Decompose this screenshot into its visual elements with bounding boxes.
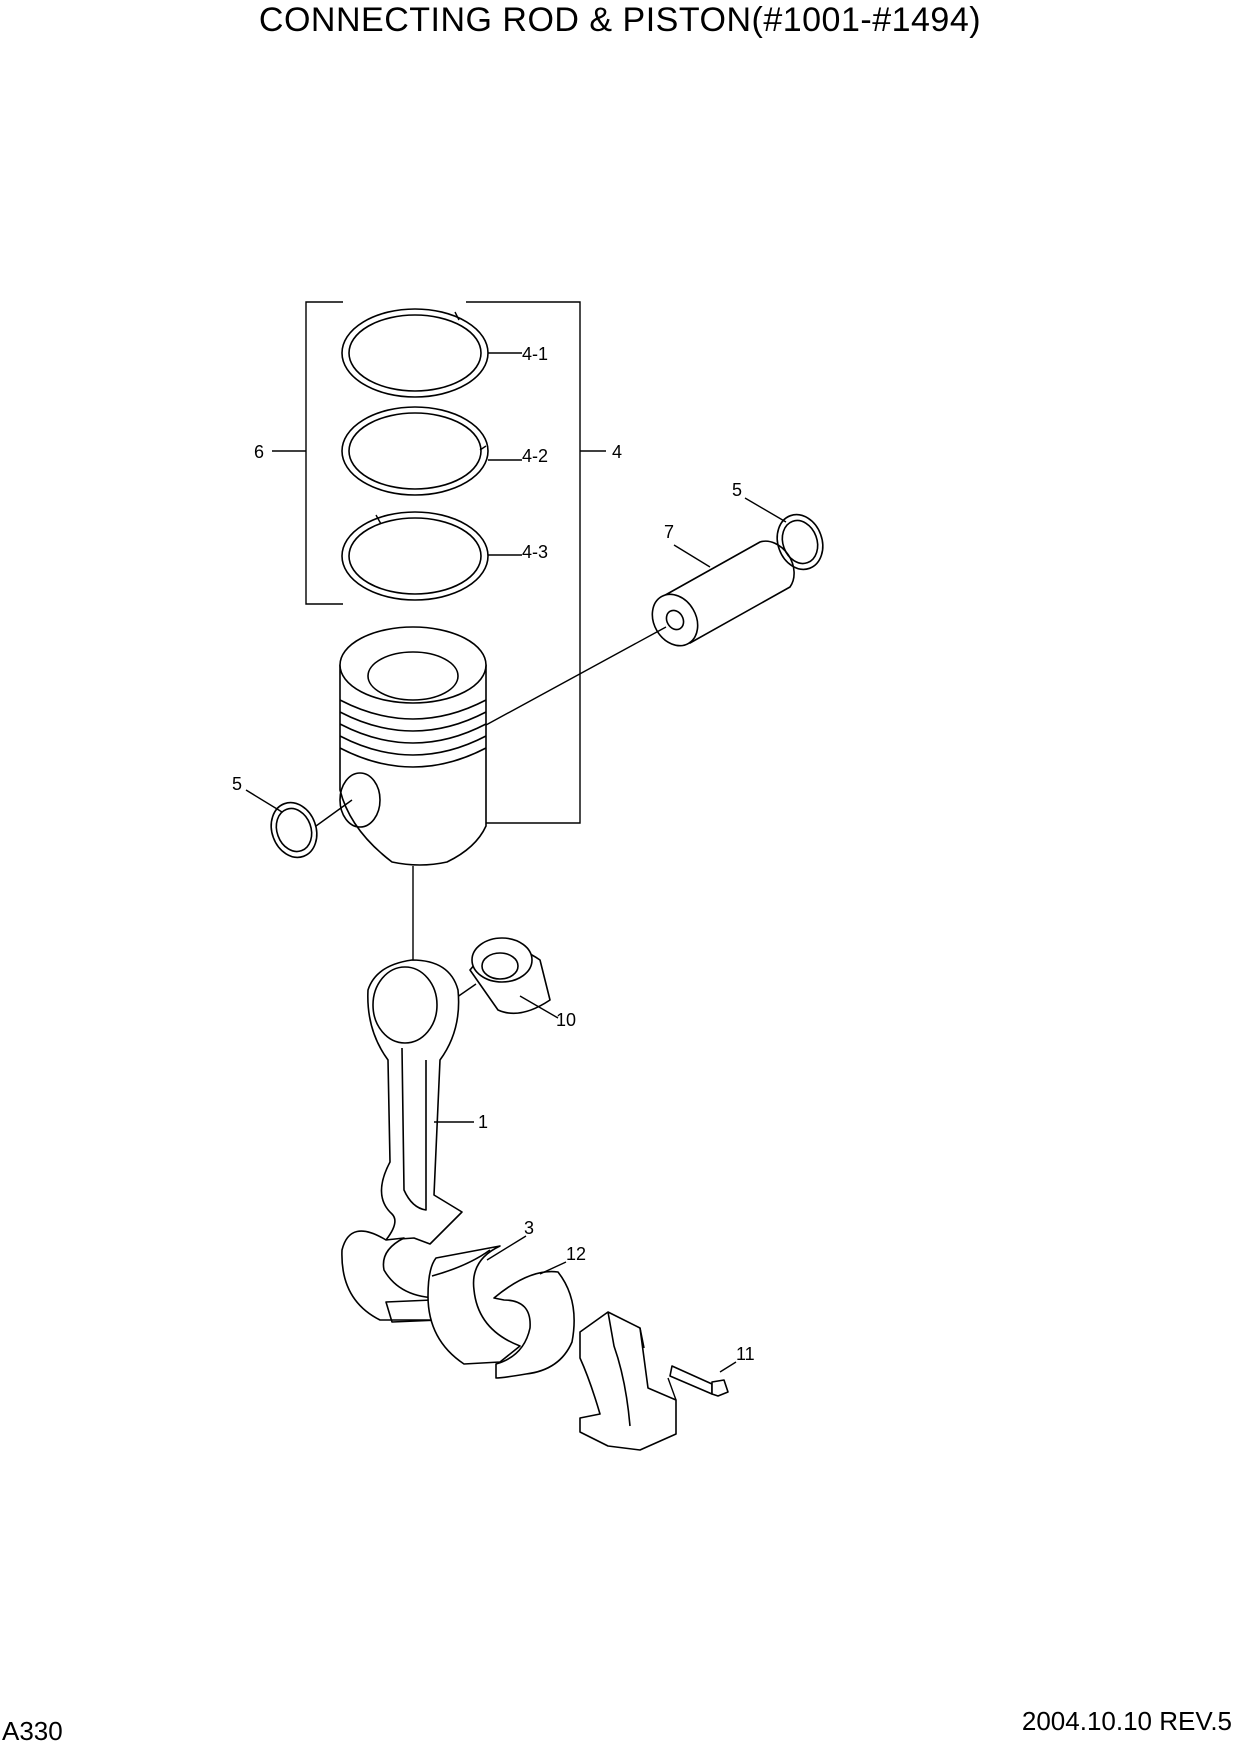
callout-11: 11	[736, 1344, 755, 1364]
callout-12: 12	[566, 1244, 586, 1264]
revision-date: 2004.10.10 REV.5	[1021, 1706, 1232, 1736]
piston-pin	[485, 540, 795, 726]
page-code: A330	[2, 1716, 63, 1746]
callout-1: 1	[478, 1112, 488, 1132]
bearing-shell-12	[493, 1261, 575, 1379]
cap-bolt-11	[669, 1361, 737, 1397]
snap-ring-5-top	[744, 497, 824, 571]
callout-6: 6	[254, 442, 264, 462]
page-title: CONNECTING ROD & PISTON(#1001-#1494)	[258, 1, 982, 39]
piston-ring-4-1	[341, 308, 522, 398]
callout-4-2: 4-2	[522, 446, 548, 466]
callout-5-left: 5	[232, 774, 242, 794]
piston	[339, 626, 487, 866]
bracket-6	[272, 301, 343, 605]
callout-4-3: 4-3	[522, 542, 548, 562]
callout-3: 3	[524, 1218, 534, 1238]
callout-4-1: 4-1	[522, 344, 548, 364]
bushing-10	[449, 937, 559, 1019]
bracket-4	[466, 301, 606, 824]
rod-cap	[579, 1311, 677, 1451]
piston-ring-4-3	[341, 511, 522, 601]
callout-10: 10	[556, 1010, 576, 1030]
callout-7: 7	[664, 522, 674, 542]
callout-4: 4	[612, 442, 622, 462]
piston-ring-4-2	[341, 406, 522, 496]
snap-ring-5-left	[245, 789, 353, 859]
connecting-rod	[341, 959, 474, 1323]
callout-5-top: 5	[732, 480, 742, 500]
